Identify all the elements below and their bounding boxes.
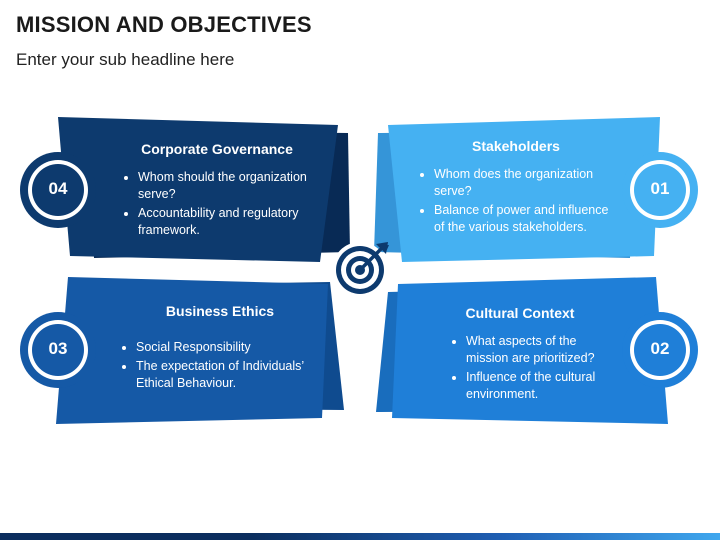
card-business-ethics: Business Ethics Social Responsibility Th…: [120, 303, 320, 394]
card-stakeholders: Stakeholders Whom does the organization …: [418, 138, 614, 238]
list-item: Social Responsibility: [136, 339, 320, 356]
card-business-ethics-shape: [20, 277, 344, 424]
list-item: What aspects of the mission are prioriti…: [466, 333, 620, 367]
page-subtitle: Enter your sub headline here: [16, 50, 235, 69]
step-number-badge: 03: [48, 339, 68, 358]
page-title: MISSION AND OBJECTIVES: [16, 12, 312, 37]
card-stakeholders-shape: [374, 117, 698, 262]
target-arrow-icon: [332, 242, 389, 298]
footer-gradient-bar: [0, 533, 720, 540]
step-number-badge: 02: [650, 339, 670, 358]
card-heading: Corporate Governance: [141, 141, 293, 157]
list-item: Whom should the organization serve?: [138, 169, 312, 203]
bullet-list: Whom should the organization serve? Acco…: [122, 169, 312, 239]
list-item: Balance of power and influence of the va…: [434, 202, 614, 236]
list-item: Influence of the cultural environment.: [466, 369, 620, 403]
step-number-badge: 01: [650, 179, 670, 198]
card-corporate-governance: Corporate Governance Whom should the org…: [122, 141, 312, 241]
card-heading: Cultural Context: [465, 305, 575, 321]
card-heading: Business Ethics: [165, 303, 275, 319]
list-item: The expectation of Individuals’ Ethical …: [136, 358, 320, 392]
bullet-list: Whom does the organization serve? Balanc…: [418, 166, 614, 236]
card-cultural-context-shape: [376, 277, 698, 424]
card-cultural-context: Cultural Context What aspects of the mis…: [450, 305, 620, 405]
list-item: Whom does the organization serve?: [434, 166, 614, 200]
card-heading: Stakeholders: [472, 138, 560, 154]
card-corporate-governance-shape: [20, 117, 350, 262]
list-item: Accountability and regulatory framework.: [138, 205, 312, 239]
bullet-list: What aspects of the mission are prioriti…: [450, 333, 620, 403]
bullet-list: Social Responsibility The expectation of…: [120, 339, 320, 392]
step-number-badge: 04: [48, 179, 68, 198]
